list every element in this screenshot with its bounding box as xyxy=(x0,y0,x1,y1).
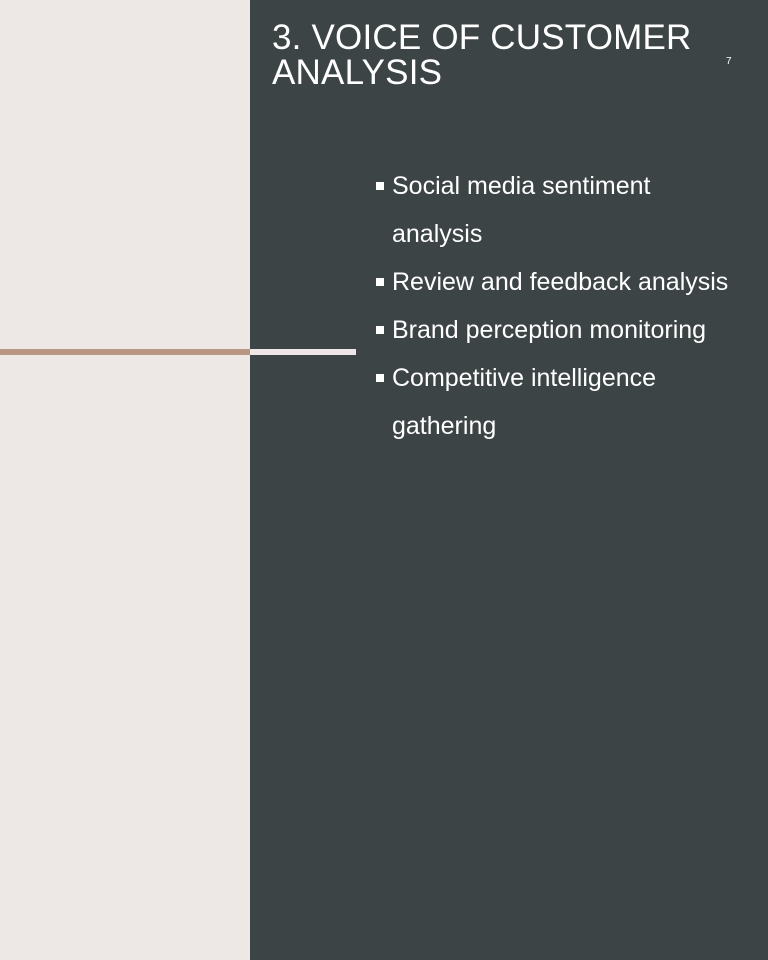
slide-title: 3. VOICE OF CUSTOMER ANALYSIS xyxy=(272,18,692,92)
bullet-text: Brand perception monitoring xyxy=(392,316,707,344)
square-bullet-icon xyxy=(376,374,384,382)
bullet-text: Review and feedback analysis xyxy=(392,268,729,296)
bullet-text: Competitive intelligence gathering xyxy=(392,364,657,440)
square-bullet-icon xyxy=(376,182,384,190)
bullet-item: Social media sentiment analysis xyxy=(374,162,744,258)
bullet-text: Social media sentiment analysis xyxy=(392,172,651,248)
left-panel xyxy=(0,0,250,960)
bullet-item: Review and feedback analysis xyxy=(374,258,744,306)
light-divider xyxy=(250,349,356,355)
accent-divider xyxy=(0,349,250,355)
square-bullet-icon xyxy=(376,278,384,286)
content-panel xyxy=(250,0,768,960)
page-number: 7 xyxy=(726,56,732,67)
bullet-list: Social media sentiment analysis Review a… xyxy=(374,162,744,450)
bullet-item: Brand perception monitoring xyxy=(374,306,744,354)
square-bullet-icon xyxy=(376,326,384,334)
bullet-item: Competitive intelligence gathering xyxy=(374,354,744,450)
